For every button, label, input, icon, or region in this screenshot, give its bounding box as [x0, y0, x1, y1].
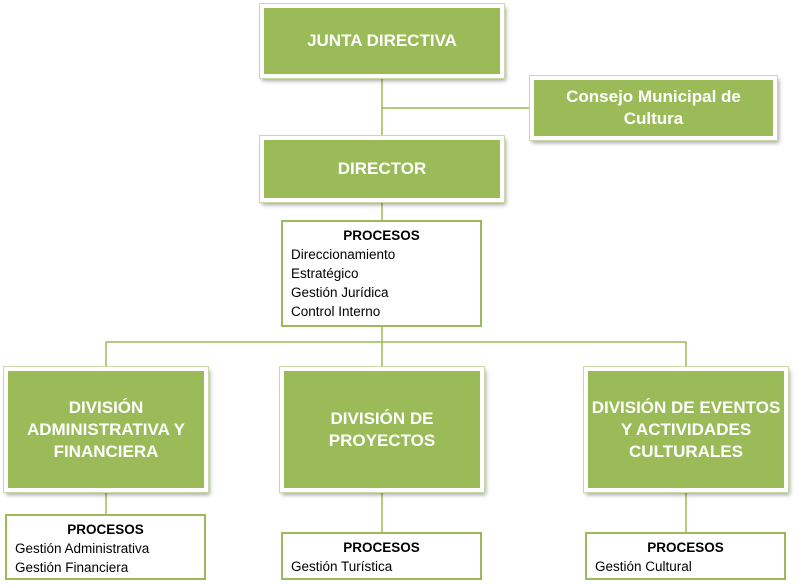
procesos-item: Direccionamiento: [291, 247, 396, 262]
node-label-line: Consejo Municipal de: [566, 87, 741, 106]
procesos-item: Gestión Financiera: [15, 560, 129, 575]
eventos-procesos-box: PROCESOS Gestión Cultural: [585, 532, 786, 580]
procesos-item: Gestión Jurídica: [291, 285, 389, 300]
consejo-municipal-box: Consejo Municipal de Cultura: [530, 76, 777, 140]
procesos-item: Gestión Turística: [291, 559, 393, 574]
node-label-line: Cultura: [623, 109, 684, 128]
procesos-header: PROCESOS: [343, 228, 420, 243]
node-label-line: ADMINISTRATIVA Y: [26, 419, 186, 439]
proyectos-procesos-box: PROCESOS Gestión Turística: [281, 532, 482, 580]
node-label-line: DIVISIÓN: [68, 397, 144, 417]
procesos-header: PROCESOS: [67, 522, 144, 537]
node-label-line: JUNTA DIRECTIVA: [307, 31, 457, 50]
node-label-line: Y ACTIVIDADES: [620, 419, 752, 439]
procesos-item: Control Interno: [291, 304, 381, 319]
junta-directiva-box: JUNTA DIRECTIVA: [260, 4, 504, 78]
node-label-line: PROYECTOS: [328, 430, 436, 450]
procesos-header: PROCESOS: [647, 540, 724, 555]
node-label-line: DIRECTOR: [337, 159, 427, 178]
node-label-line: DIVISIÓN DE: [330, 408, 434, 428]
node-label-line: DIVISIÓN DE EVENTOS: [591, 397, 781, 417]
node-label-line: FINANCIERA: [53, 441, 159, 461]
procesos-item: Gestión Cultural: [595, 559, 692, 574]
procesos-item: Gestión Administrativa: [15, 541, 150, 556]
procesos-item: Estratégico: [291, 266, 359, 281]
node-label-line: CULTURALES: [629, 441, 743, 461]
director-box: DIRECTOR: [260, 136, 504, 202]
procesos-header: PROCESOS: [343, 540, 420, 555]
